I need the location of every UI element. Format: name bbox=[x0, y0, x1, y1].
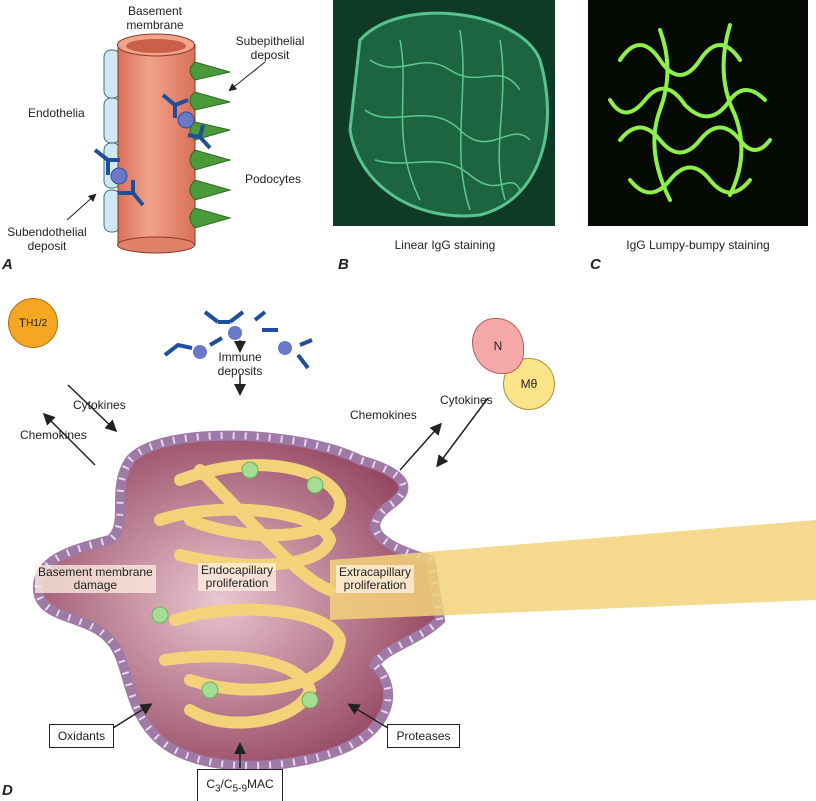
mac-c3: C bbox=[206, 777, 215, 791]
subendothelial-arrow bbox=[66, 193, 97, 221]
panel-letter-a: A bbox=[2, 256, 13, 273]
label-line: deposit bbox=[27, 239, 67, 253]
label-line: proliferation bbox=[343, 578, 407, 592]
mac-tail: MAC bbox=[247, 777, 274, 791]
chemokines-left-label: Chemokines bbox=[20, 428, 87, 442]
mac-sub59: 5-9 bbox=[232, 783, 247, 795]
linear-igg-caption: Linear IgG staining bbox=[394, 238, 496, 252]
panel-letter-c: C bbox=[590, 256, 601, 273]
label-line: deposits bbox=[217, 364, 263, 378]
proteases-box: Proteases bbox=[387, 724, 460, 748]
mac-box: C3/C5-9MAC bbox=[197, 769, 283, 801]
arrows-d bbox=[42, 340, 489, 768]
cytokines-left-label: Cytokines bbox=[73, 398, 126, 412]
th-sub: H bbox=[26, 317, 34, 329]
podocytes-label: Podocytes bbox=[245, 172, 302, 186]
label-line: damage bbox=[73, 578, 118, 592]
glomerulus bbox=[32, 430, 816, 771]
linear-igg-micrograph bbox=[333, 0, 555, 226]
immune-complexes-a bbox=[93, 93, 212, 207]
label-line: deposit bbox=[250, 48, 290, 62]
neutrophil-cell: N bbox=[472, 318, 524, 374]
th-sup: 1/2 bbox=[33, 317, 48, 329]
label-line: Basement membrane bbox=[38, 565, 153, 579]
panel-letter-b: B bbox=[338, 256, 349, 273]
immune-deposits-cluster bbox=[163, 310, 313, 370]
label-line: proliferation bbox=[205, 576, 269, 590]
basement-membrane-cylinder bbox=[117, 33, 196, 254]
mac-c5: /C bbox=[220, 777, 233, 791]
label-line: Immune bbox=[218, 350, 262, 364]
endothelia-label: Endothelia bbox=[28, 106, 85, 120]
subepithelial-arrow bbox=[228, 61, 266, 92]
label-line: membrane bbox=[126, 18, 184, 32]
label-line: Extracapillary bbox=[339, 565, 412, 579]
label-line: Subepithelial bbox=[235, 34, 305, 48]
label-line: Endocapillary bbox=[201, 563, 274, 577]
cytokines-right-label: Cytokines bbox=[440, 393, 493, 407]
panel-letter-d: D bbox=[2, 782, 13, 799]
mac-sub3: 3 bbox=[214, 783, 221, 795]
label-line: Subendothelial bbox=[7, 225, 87, 239]
label-line: Basement bbox=[127, 4, 183, 18]
lumpy-bumpy-caption: IgG Lumpy-bumpy staining bbox=[626, 238, 770, 252]
oxidants-box: Oxidants bbox=[49, 724, 114, 748]
chemokines-right-label: Chemokines bbox=[350, 408, 417, 422]
podocytes bbox=[189, 61, 232, 229]
lumpy-bumpy-micrograph bbox=[588, 0, 808, 226]
th-main: T bbox=[18, 316, 27, 330]
